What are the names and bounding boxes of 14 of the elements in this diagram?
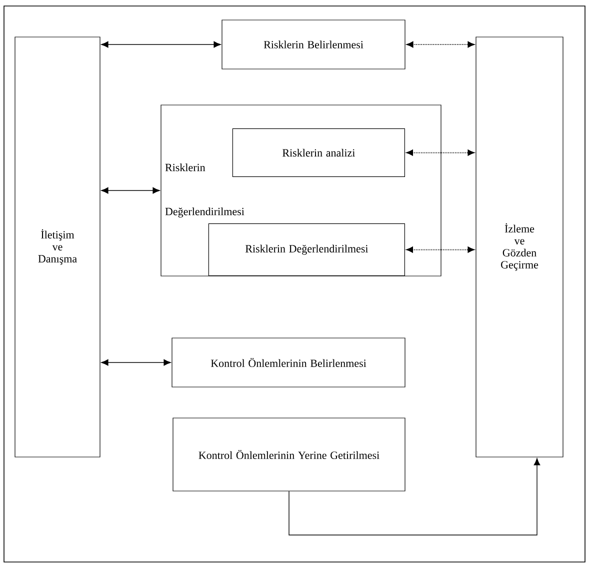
side-box: İletişim ve Danışma	[14, 36, 100, 458]
arrow	[406, 150, 474, 156]
arrow	[101, 187, 160, 194]
process-box: Kontrol Önlemlerinin Belirlenmesi	[172, 338, 406, 388]
arrow	[406, 41, 474, 48]
process-box: Risklerin Değerlendirilmesi	[208, 223, 405, 276]
process-box: Kontrol Önlemlerinin Yerine Getirilmesi	[172, 418, 406, 492]
process-box: Risklerin analizi	[232, 128, 405, 177]
arrow	[288, 458, 540, 536]
arrow	[406, 246, 474, 253]
side-box: İzleme ve Gözden Geçirme	[476, 36, 564, 458]
arrow	[101, 41, 221, 48]
arrow	[101, 359, 171, 366]
process-box: Risklerin Belirlenmesi	[222, 20, 406, 70]
